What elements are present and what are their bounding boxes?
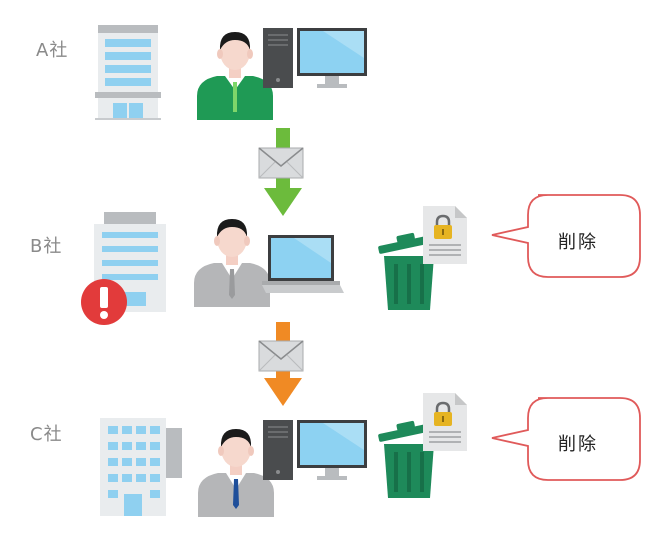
company-label-a: A社 [36, 40, 69, 61]
trash-can-b-icon [378, 232, 436, 310]
desktop-pc-a-icon [263, 28, 367, 88]
company-label-c: C社 [30, 424, 63, 445]
company-label-b: B社 [30, 236, 63, 257]
building-c-icon [100, 418, 182, 516]
warning-icon [81, 279, 127, 325]
envelope-a-icon [258, 147, 304, 179]
speech-bubble-c [491, 397, 641, 481]
desktop-pc-c-icon [263, 420, 367, 480]
bubble-b-label: 削除 [558, 232, 598, 253]
locked-document-c-icon [423, 393, 467, 451]
locked-document-b-icon [423, 206, 467, 264]
bubble-c-label: 削除 [558, 434, 598, 455]
person-b-icon [194, 219, 270, 307]
trash-can-c-icon [378, 420, 436, 498]
speech-bubble-b [491, 194, 641, 278]
building-a-icon [95, 25, 161, 120]
envelope-b-icon [258, 340, 304, 372]
person-a-icon [197, 32, 273, 120]
person-c-icon [198, 429, 274, 517]
laptop-b-icon [262, 235, 344, 293]
